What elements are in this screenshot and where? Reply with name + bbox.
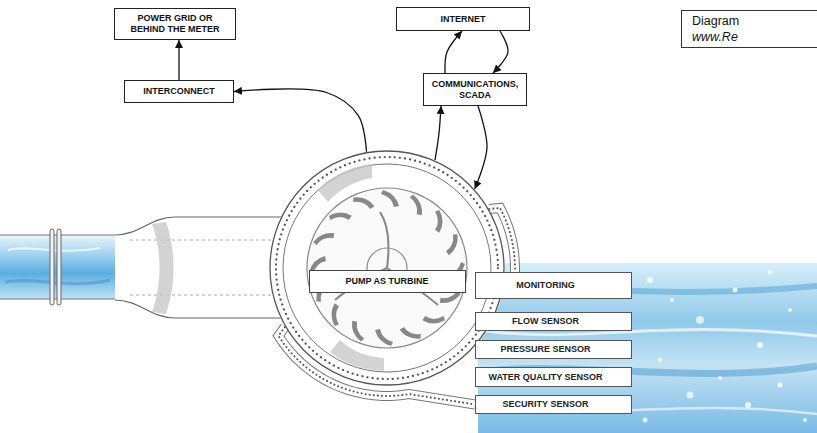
sensor-box: SECURITY SENSOR	[475, 395, 632, 414]
outlet-water	[478, 263, 817, 433]
output-box: POWER GRID OR BEHIND THE METER	[114, 8, 236, 40]
impeller	[346, 320, 369, 343]
signal-arrow	[493, 31, 508, 73]
signal-arrow	[475, 106, 487, 189]
bubble	[658, 358, 662, 362]
impeller	[328, 204, 353, 229]
process-box: INTERCONNECT	[124, 80, 234, 103]
impeller	[441, 233, 464, 256]
bubble	[718, 376, 722, 380]
sensor-box: WATER QUALITY SENSOR	[475, 367, 632, 387]
pipe-flange	[57, 229, 61, 305]
signal-arrow	[435, 106, 441, 160]
signal-arrow	[178, 40, 179, 80]
pipe-transition	[115, 217, 300, 235]
impeller	[426, 209, 451, 234]
node-text: COMMUNICATIONS, SCADA	[429, 79, 521, 101]
inlet-pipe	[0, 229, 115, 305]
pipe-transition	[115, 300, 300, 318]
signal-arrow	[475, 106, 487, 189]
impeller	[313, 227, 336, 250]
conduit-band	[278, 327, 475, 405]
signal-arrow	[234, 89, 367, 152]
pump-circle: PUMP AS TURBINE	[269, 150, 505, 386]
pipe-flange	[50, 229, 54, 305]
impeller	[422, 307, 447, 332]
conduit-band	[278, 327, 475, 405]
bubble	[757, 342, 763, 348]
sensor-box: PRESSURE SENSOR	[475, 340, 632, 359]
impeller	[399, 322, 422, 345]
impeller	[307, 188, 467, 348]
pump-housing	[269, 150, 505, 386]
sensor-box: FLOW SENSOR	[475, 312, 632, 331]
signal-arrow	[445, 31, 462, 73]
signal-arrow	[493, 31, 508, 73]
impeller	[323, 303, 348, 328]
bubble	[778, 383, 783, 388]
pump-housing	[283, 164, 491, 372]
bubble	[647, 277, 653, 283]
outlet-water	[478, 263, 817, 433]
node-text: INTERCONNECT	[143, 86, 215, 97]
impeller	[307, 188, 467, 348]
flow-fin	[152, 222, 174, 314]
impeller	[352, 191, 375, 214]
bubble	[696, 316, 704, 324]
impeller	[405, 194, 428, 217]
bubble	[733, 288, 738, 293]
impeller-blade	[381, 190, 399, 207]
signal-arrow	[179, 40, 180, 80]
signal-arrow	[435, 106, 441, 160]
impeller	[375, 329, 393, 346]
dotted-ring	[276, 157, 498, 379]
node-text: www.Re	[692, 29, 738, 45]
node-text: POWER GRID OR BEHIND THE METER	[120, 13, 230, 35]
bubble	[768, 270, 772, 274]
circle-outline	[269, 150, 505, 386]
node-text: SECURITY SENSOR	[503, 399, 589, 410]
signal-arrow	[445, 31, 462, 73]
network-box: INTERNET	[396, 7, 530, 31]
conduit-band	[278, 327, 475, 405]
bubble	[745, 402, 751, 408]
bubble	[687, 392, 694, 399]
signal-arrow	[234, 89, 367, 152]
node-text: Diagram	[692, 13, 739, 29]
node-text: PUMP AS TURBINE	[309, 270, 466, 293]
node-text: MONITORING	[516, 280, 574, 291]
sensor-box: MONITORING	[475, 272, 632, 299]
node-text: FLOW SENSOR	[512, 316, 579, 327]
bubble	[670, 298, 674, 302]
credit-box: Diagramwww.Re	[681, 10, 817, 48]
node-text: WATER QUALITY SENSOR	[488, 372, 602, 383]
pump-housing	[269, 150, 505, 386]
node-text: PRESSURE SENSOR	[500, 344, 590, 355]
process-box: COMMUNICATIONS, SCADA	[423, 73, 527, 106]
conduit-band	[278, 327, 475, 405]
bubble	[643, 418, 648, 423]
bubble	[788, 308, 792, 312]
circle-outline	[270, 151, 504, 385]
node-text: INTERNET	[441, 14, 486, 25]
bubble	[803, 418, 807, 422]
